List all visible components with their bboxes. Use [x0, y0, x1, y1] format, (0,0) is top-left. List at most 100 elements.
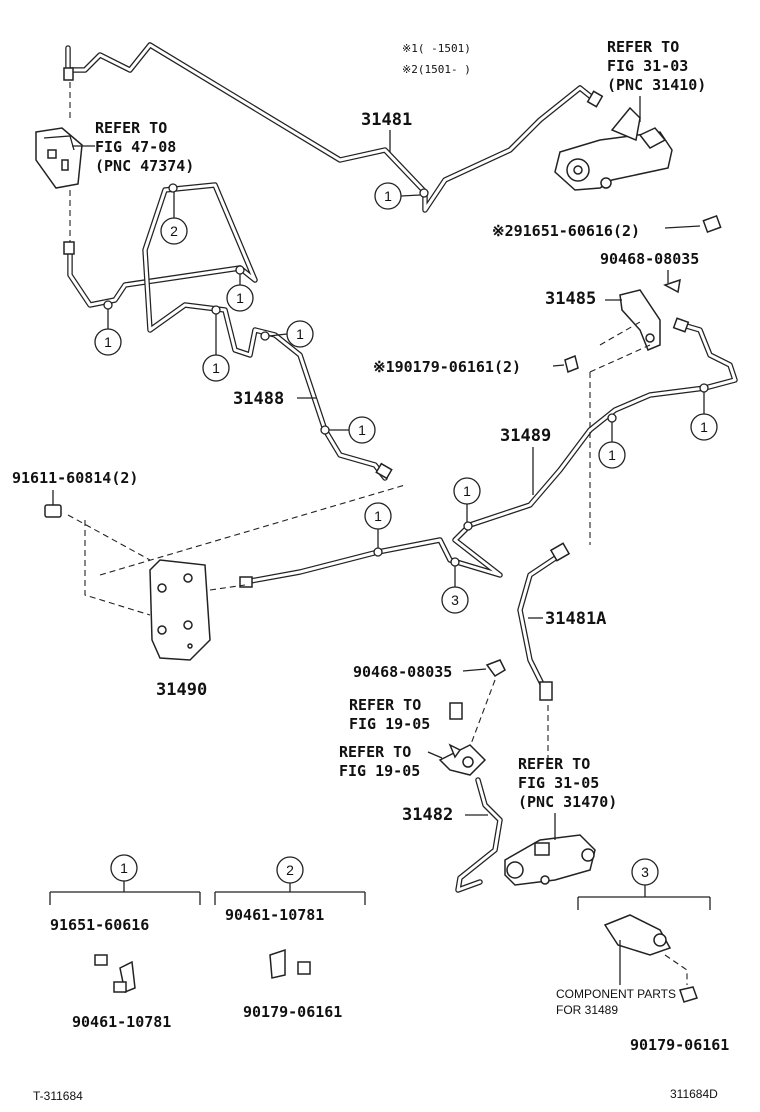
svg-text:REFER TO: REFER TO — [339, 743, 411, 761]
svg-text:REFER TO: REFER TO — [607, 38, 679, 56]
hose-fitting — [539, 681, 553, 701]
group-1-part-b[interactable]: 90461-10781 — [72, 1013, 171, 1031]
group-3-part-b[interactable]: 90179-06161 — [630, 1036, 729, 1054]
group-1-callout[interactable]: 1 — [110, 854, 138, 882]
clamp-node — [235, 265, 245, 275]
group-3-callout[interactable]: 3 — [631, 858, 659, 886]
clamp-node — [607, 413, 617, 423]
pipe-31482[interactable] — [455, 777, 503, 893]
part-31490[interactable]: 31490 — [156, 680, 207, 700]
ref-fig-19-05-a[interactable]: REFER TO FIG 19-05 — [349, 696, 430, 733]
svg-text:1: 1 — [374, 508, 382, 524]
callout-1[interactable]: 1 — [202, 354, 230, 382]
clamp-node — [463, 521, 473, 531]
clamp-node — [419, 188, 429, 198]
svg-text:REFER TO: REFER TO — [95, 119, 167, 137]
svg-text:FIG 31-03: FIG 31-03 — [607, 57, 688, 75]
group-2-part-b[interactable]: 90179-06161 — [243, 1003, 342, 1021]
leader — [552, 364, 565, 367]
group-2-part-a[interactable]: 90461-10781 — [225, 906, 324, 924]
note-2: ※2(1501- ) — [402, 63, 471, 76]
part-clip-90468-mid[interactable]: 90468-08035 — [353, 663, 452, 681]
leader — [268, 333, 288, 337]
svg-text:3: 3 — [641, 864, 649, 880]
leader — [427, 751, 443, 759]
clamp-node — [373, 547, 383, 557]
svg-text:1: 1 — [358, 422, 366, 438]
leader-dash — [67, 514, 151, 561]
part-bolt-91611[interactable]: 91611-60814(2) — [12, 469, 138, 487]
svg-text:(PNC 31470): (PNC 31470) — [518, 793, 617, 811]
part-31481[interactable]: 31481 — [361, 110, 412, 130]
part-nut-note1[interactable]: ※190179-06161(2) — [373, 358, 521, 376]
callout-1[interactable]: 1 — [226, 284, 254, 312]
callout-3[interactable]: 3 — [441, 586, 469, 614]
bolt — [702, 215, 722, 233]
part-bolt-note2[interactable]: ※291651-60616(2) — [492, 222, 640, 240]
leader-dash — [664, 954, 688, 985]
part-31489[interactable]: 31489 — [500, 426, 551, 446]
leader-dash — [99, 484, 406, 576]
clamp-node — [260, 331, 270, 341]
group-1: 1 91651-60616 90461-10781 — [49, 854, 201, 1031]
svg-text:1: 1 — [463, 483, 471, 499]
bracket-31485[interactable] — [619, 278, 681, 351]
callout-1[interactable]: 1 — [690, 413, 718, 441]
bracket-fig-19-05[interactable] — [438, 743, 487, 776]
component-47374[interactable] — [35, 127, 83, 189]
leader-dash — [599, 321, 641, 346]
ref-fig-31-05[interactable]: REFER TO FIG 31-05 (PNC 31470) — [518, 755, 617, 811]
bolt — [44, 504, 62, 518]
callout-2[interactable]: 2 — [160, 217, 188, 245]
ref-fig-19-05-b[interactable]: REFER TO FIG 19-05 — [339, 743, 420, 780]
svg-text:1: 1 — [700, 419, 708, 435]
pipe-31488[interactable] — [67, 182, 388, 481]
clutch-master-cylinder[interactable] — [554, 106, 673, 191]
svg-text:1: 1 — [120, 860, 128, 876]
callout-1[interactable]: 1 — [286, 320, 314, 348]
group-2: 2 90461-10781 90179-06161 — [214, 856, 366, 1021]
pipe-31481[interactable] — [65, 42, 598, 213]
nut — [564, 354, 579, 374]
svg-text:FIG 19-05: FIG 19-05 — [339, 762, 420, 780]
leader — [400, 194, 421, 197]
clutch-release-cylinder[interactable] — [504, 834, 596, 886]
callout-1[interactable]: 1 — [374, 182, 402, 210]
svg-text:REFER TO: REFER TO — [518, 755, 590, 773]
callout-1[interactable]: 1 — [94, 328, 122, 356]
callout-1[interactable]: 1 — [348, 416, 376, 444]
svg-text:1: 1 — [212, 360, 220, 376]
flare-nut — [375, 462, 393, 480]
part-31485[interactable]: 31485 — [545, 289, 596, 309]
flare-nut — [672, 317, 690, 333]
svg-text:(PNC 31410): (PNC 31410) — [607, 76, 706, 94]
leader-dash — [589, 344, 651, 373]
svg-text:1: 1 — [104, 334, 112, 350]
clamp-node — [699, 383, 709, 393]
group-3-component-parts: COMPONENT PARTS — [556, 987, 676, 1001]
part-31481A[interactable]: 31481A — [545, 609, 606, 629]
callout-1[interactable]: 1 — [598, 441, 626, 469]
ref-fig-31-03[interactable]: REFER TO FIG 31-03 (PNC 31410) — [607, 38, 706, 94]
svg-text:2: 2 — [286, 862, 294, 878]
svg-text:FIG 31-05: FIG 31-05 — [518, 774, 599, 792]
part-31488[interactable]: 31488 — [233, 389, 284, 409]
clamp-assembly — [653, 933, 667, 947]
group-1-part-a[interactable]: 91651-60616 — [50, 916, 149, 934]
callout-1[interactable]: 1 — [364, 502, 392, 530]
bracket-31490[interactable] — [149, 559, 211, 661]
svg-text:1: 1 — [384, 188, 392, 204]
callout-1[interactable]: 1 — [453, 477, 481, 505]
part-clip-90468[interactable]: 90468-08035 — [600, 250, 699, 268]
svg-text:1: 1 — [608, 447, 616, 463]
nut — [679, 986, 698, 1003]
ref-fig-47-08[interactable]: REFER TO FIG 47-08 (PNC 47374) — [95, 119, 194, 175]
leader-dash — [209, 584, 246, 591]
hose-31481A[interactable] — [517, 552, 563, 693]
pipe-31489[interactable] — [242, 322, 738, 585]
part-31482[interactable]: 31482 — [402, 805, 453, 825]
svg-text:FIG 47-08: FIG 47-08 — [95, 138, 176, 156]
flare-nut — [239, 576, 253, 588]
svg-text:(PNC 47374): (PNC 47374) — [95, 157, 194, 175]
group-2-callout[interactable]: 2 — [276, 856, 304, 884]
